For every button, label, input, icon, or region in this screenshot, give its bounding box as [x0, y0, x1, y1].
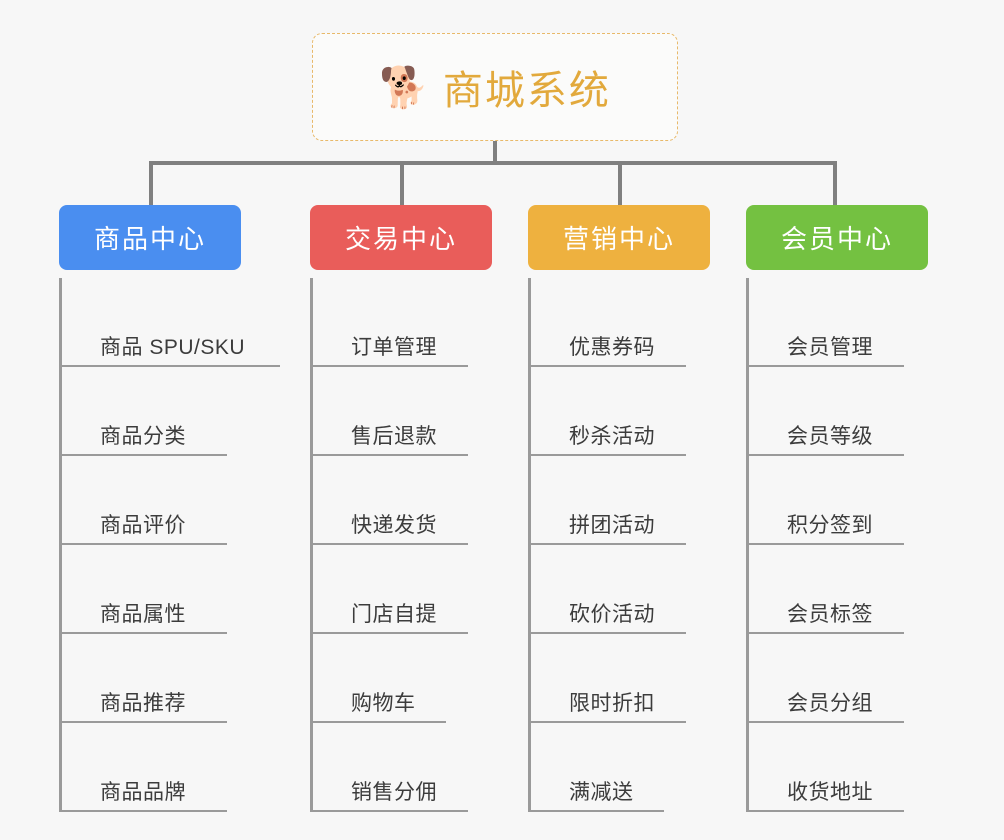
list-item[interactable]: 售后退款: [313, 367, 492, 456]
list-item-underline: [313, 721, 446, 723]
column-marketing-center: 营销中心 优惠券码 秒杀活动 拼团活动 砍价活动 限时折扣: [528, 205, 710, 812]
list-item-label: 快递发货: [351, 514, 437, 537]
list-item-label: 秒杀活动: [569, 425, 655, 448]
list-item[interactable]: 拼团活动: [531, 456, 710, 545]
list-item[interactable]: 积分签到: [749, 456, 928, 545]
list-item-underline: [62, 632, 227, 634]
column-header-trade-center[interactable]: 交易中心: [310, 205, 492, 270]
list-item-label: 优惠券码: [569, 336, 655, 359]
list-item[interactable]: 满减送: [531, 723, 710, 812]
column-header-label: 营销中心: [562, 224, 675, 254]
list-item[interactable]: 会员等级: [749, 367, 928, 456]
list-item-underline: [313, 365, 468, 367]
list-item[interactable]: 商品分类: [62, 367, 241, 456]
connector-drop-3: [618, 161, 622, 205]
list-item[interactable]: 购物车: [313, 634, 492, 723]
list-item-label: 购物车: [351, 692, 416, 715]
list-item-underline: [531, 454, 686, 456]
list-item-label: 会员标签: [787, 603, 873, 626]
list-item-label: 销售分佣: [351, 781, 437, 804]
list-item-underline: [749, 543, 904, 545]
list-item-label: 商品属性: [100, 603, 186, 626]
list-item-underline: [62, 721, 227, 723]
list-item-underline: [749, 721, 904, 723]
list-item-underline: [62, 543, 227, 545]
column-body: 会员管理 会员等级 积分签到 会员标签 会员分组 收货地址: [746, 278, 928, 812]
list-item-label: 商品品牌: [100, 781, 186, 804]
list-item-underline: [313, 810, 468, 812]
list-item[interactable]: 优惠券码: [531, 278, 710, 367]
list-item-underline: [749, 810, 904, 812]
list-item[interactable]: 订单管理: [313, 278, 492, 367]
list-item-label: 商品 SPU/SKU: [100, 336, 246, 359]
list-item[interactable]: 会员管理: [749, 278, 928, 367]
column-header-label: 交易中心: [344, 224, 457, 254]
list-item[interactable]: 商品品牌: [62, 723, 241, 812]
list-item-label: 会员管理: [787, 336, 873, 359]
shiba-dog-face-icon: 🐕: [379, 66, 429, 110]
column-header-label: 商品中心: [93, 224, 206, 254]
column-header-marketing-center[interactable]: 营销中心: [528, 205, 710, 270]
list-item-label: 积分签到: [787, 514, 873, 537]
list-item-label: 商品推荐: [100, 692, 186, 715]
list-item-underline: [531, 365, 686, 367]
list-item[interactable]: 秒杀活动: [531, 367, 710, 456]
list-item-underline: [531, 632, 686, 634]
connector-drop-1: [149, 161, 153, 205]
list-item[interactable]: 门店自提: [313, 545, 492, 634]
list-item[interactable]: 商品推荐: [62, 634, 241, 723]
list-item[interactable]: 限时折扣: [531, 634, 710, 723]
list-item-underline: [531, 721, 686, 723]
list-item-underline: [531, 543, 686, 545]
list-item-underline: [313, 543, 468, 545]
list-item-label: 门店自提: [351, 603, 437, 626]
list-item[interactable]: 商品属性: [62, 545, 241, 634]
list-item[interactable]: 会员分组: [749, 634, 928, 723]
list-item-label: 满减送: [569, 781, 634, 804]
list-item[interactable]: 商品 SPU/SKU: [62, 278, 280, 367]
list-item-label: 订单管理: [351, 336, 437, 359]
list-item-label: 限时折扣: [569, 692, 655, 715]
list-item-label: 会员分组: [787, 692, 873, 715]
connector-drop-4: [833, 161, 837, 205]
column-body: 订单管理 售后退款 快递发货 门店自提 购物车 销售分佣: [310, 278, 492, 812]
list-item-label: 拼团活动: [569, 514, 655, 537]
list-item-underline: [62, 454, 227, 456]
list-item-underline: [313, 632, 468, 634]
list-item[interactable]: 收货地址: [749, 723, 928, 812]
list-item-underline: [313, 454, 468, 456]
column-trade-center: 交易中心 订单管理 售后退款 快递发货 门店自提 购物车: [310, 205, 492, 812]
column-product-center: 商品中心 商品 SPU/SKU 商品分类 商品评价 商品属性 商品推荐: [59, 205, 280, 812]
list-item-underline: [62, 810, 227, 812]
list-item-underline: [749, 632, 904, 634]
connector-root-stem: [493, 141, 497, 163]
list-item[interactable]: 商品评价: [62, 456, 241, 545]
list-item-label: 收货地址: [787, 781, 873, 804]
list-item[interactable]: 销售分佣: [313, 723, 492, 812]
list-item-label: 商品评价: [100, 514, 186, 537]
list-item-underline: [749, 365, 904, 367]
list-item[interactable]: 砍价活动: [531, 545, 710, 634]
list-item-underline: [62, 365, 280, 367]
column-member-center: 会员中心 会员管理 会员等级 积分签到 会员标签 会员分组: [746, 205, 928, 812]
column-header-product-center[interactable]: 商品中心: [59, 205, 241, 270]
root-node-title: 商城系统: [442, 69, 611, 113]
list-item-underline: [531, 810, 664, 812]
list-item-label: 砍价活动: [569, 603, 655, 626]
column-body: 商品 SPU/SKU 商品分类 商品评价 商品属性 商品推荐 商品品牌: [59, 278, 280, 812]
list-item[interactable]: 快递发货: [313, 456, 492, 545]
list-item-label: 商品分类: [100, 425, 186, 448]
list-item-label: 会员等级: [787, 425, 873, 448]
column-header-member-center[interactable]: 会员中心: [746, 205, 928, 270]
column-header-label: 会员中心: [780, 224, 893, 254]
connector-horizontal-bus: [149, 161, 837, 165]
connector-drop-2: [400, 161, 404, 205]
list-item[interactable]: 会员标签: [749, 545, 928, 634]
root-node-mall-system[interactable]: 🐕 商城系统: [312, 33, 678, 141]
column-body: 优惠券码 秒杀活动 拼团活动 砍价活动 限时折扣 满减送: [528, 278, 710, 812]
list-item-underline: [749, 454, 904, 456]
list-item-label: 售后退款: [351, 425, 437, 448]
